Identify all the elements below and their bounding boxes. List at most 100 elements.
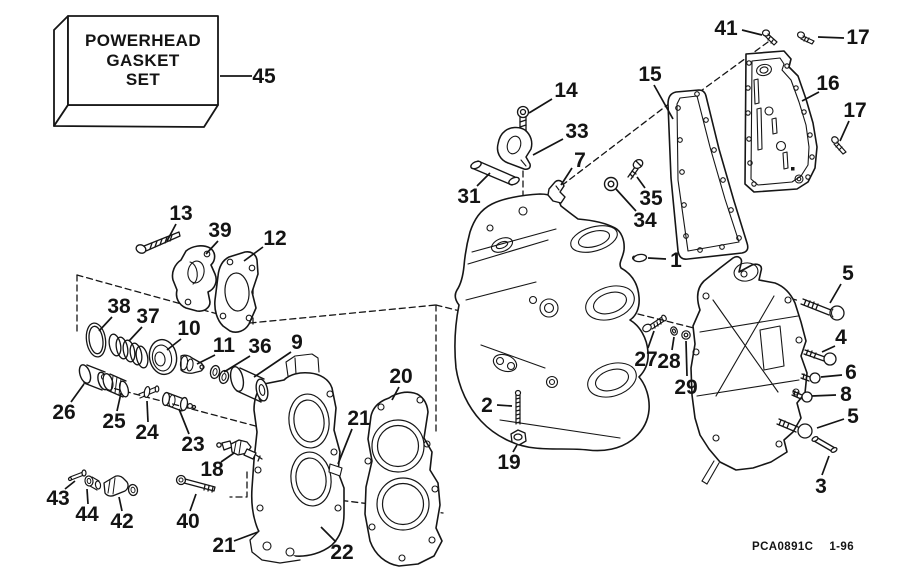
callout-leader-35 <box>636 176 646 189</box>
callout-label-42: 42 <box>110 510 133 533</box>
callout-label-12: 12 <box>263 227 286 250</box>
callout-leader-4 <box>821 345 836 353</box>
part-fitting-7 <box>547 179 566 204</box>
callout-label-23: 23 <box>181 433 204 456</box>
callout-leader-31 <box>476 172 491 187</box>
callout-label-44: 44 <box>75 503 99 526</box>
callout-label-4: 4 <box>835 326 847 349</box>
part-screw-17-right <box>831 136 847 155</box>
part-bolt-14 <box>516 105 530 135</box>
callout-label-8: 8 <box>840 383 852 406</box>
part-nut-29 <box>681 330 691 340</box>
callout-label-27: 27 <box>634 348 657 371</box>
callout-label-15: 15 <box>638 63 662 86</box>
callout-label-29: 29 <box>674 376 697 399</box>
callout-label-17: 17 <box>846 26 869 49</box>
callout-label-6: 6 <box>845 361 857 384</box>
part-bolt-5-bottom <box>776 418 813 439</box>
callout-leader-14 <box>528 98 553 114</box>
part-plug-42 <box>103 475 139 497</box>
figure-code: PCA0891C 1-96 <box>752 541 854 553</box>
callout-label-38: 38 <box>107 295 131 318</box>
gasket-set-box-line1: POWERHEAD <box>85 31 201 51</box>
part-pin-3 <box>811 435 838 454</box>
part-cylinder-head-right <box>690 256 808 485</box>
callout-label-11: 11 <box>213 334 236 357</box>
part-thermostat-gasket-12 <box>214 251 259 333</box>
callout-leader-9 <box>253 351 292 378</box>
callout-label-13: 13 <box>169 202 192 225</box>
part-head-gasket-20 <box>364 391 443 567</box>
gasket-set-box-line3: SET <box>125 70 161 90</box>
part-stem-24 <box>138 385 160 399</box>
part-screw-8 <box>791 390 813 403</box>
callout-leader-17 <box>839 120 850 142</box>
callout-leader-28 <box>671 336 675 351</box>
callout-label-43: 43 <box>46 487 69 510</box>
callout-label-31: 31 <box>457 185 481 208</box>
part-bolt-4 <box>803 349 837 366</box>
part-valve-23 <box>161 391 197 412</box>
part-valve-11 <box>179 354 205 374</box>
callout-label-35: 35 <box>639 187 663 210</box>
callout-label-2: 2 <box>481 394 493 417</box>
part-screw-35 <box>627 158 644 180</box>
part-cover-plate-16 <box>744 50 818 193</box>
part-bolt-27 <box>642 314 667 333</box>
callout-leader-21 <box>233 531 259 542</box>
part-dowel-1 <box>632 253 648 263</box>
callout-label-28: 28 <box>657 350 681 373</box>
callout-leader-20 <box>391 386 400 401</box>
callout-leader-40 <box>189 493 197 512</box>
callout-leader-27 <box>647 330 655 349</box>
callout-leader-33 <box>532 138 564 156</box>
part-oring-38 <box>85 322 107 358</box>
callout-label-17: 17 <box>843 99 866 122</box>
callout-label-40: 40 <box>176 510 199 533</box>
callout-leader-5 <box>816 418 845 429</box>
callout-leader-24 <box>146 400 149 423</box>
callout-leader-12 <box>243 246 264 262</box>
gasket-set-box-line2: GASKET <box>106 50 180 70</box>
part-plug-25 <box>102 373 130 398</box>
callout-leader-11 <box>196 354 216 365</box>
callout-label-9: 9 <box>291 331 303 354</box>
part-stud-2 <box>514 389 522 425</box>
callout-label-45: 45 <box>252 65 276 88</box>
part-screw-6 <box>800 372 821 384</box>
callout-leader-26 <box>70 383 85 403</box>
callout-leader-41 <box>741 29 763 36</box>
part-screw-13 <box>135 231 181 254</box>
part-needle-43 <box>67 469 87 482</box>
gasket-set-box <box>53 15 219 128</box>
callout-label-21: 21 <box>347 407 371 430</box>
callout-label-5: 5 <box>847 405 859 428</box>
callout-label-19: 19 <box>497 451 520 474</box>
callout-label-1: 1 <box>670 249 682 272</box>
callout-leader-42 <box>118 496 123 512</box>
callout-leader-18 <box>220 452 235 463</box>
part-thermostat-housing-39 <box>171 245 217 312</box>
callout-leader-19 <box>512 444 518 453</box>
callout-leader-8 <box>811 394 837 397</box>
callout-label-41: 41 <box>714 17 738 40</box>
callout-label-34: 34 <box>633 209 657 232</box>
part-seals-36 <box>209 364 230 385</box>
callout-label-37: 37 <box>136 305 159 328</box>
callout-leader-15 <box>653 84 674 120</box>
callout-leader-44 <box>86 488 89 505</box>
part-cylinder-block <box>454 193 650 452</box>
callout-leader-25 <box>116 392 122 412</box>
callout-leader-2 <box>496 404 513 407</box>
callout-leader-6 <box>820 374 843 378</box>
callout-label-39: 39 <box>208 219 231 242</box>
part-gasket-15 <box>667 89 749 260</box>
callout-label-33: 33 <box>565 120 588 143</box>
callout-leader-22 <box>320 526 337 543</box>
gasket-set-box-label: POWERHEAD GASKET SET <box>68 16 218 105</box>
callout-leader-17 <box>817 36 845 39</box>
part-sleeve-44 <box>84 475 102 491</box>
